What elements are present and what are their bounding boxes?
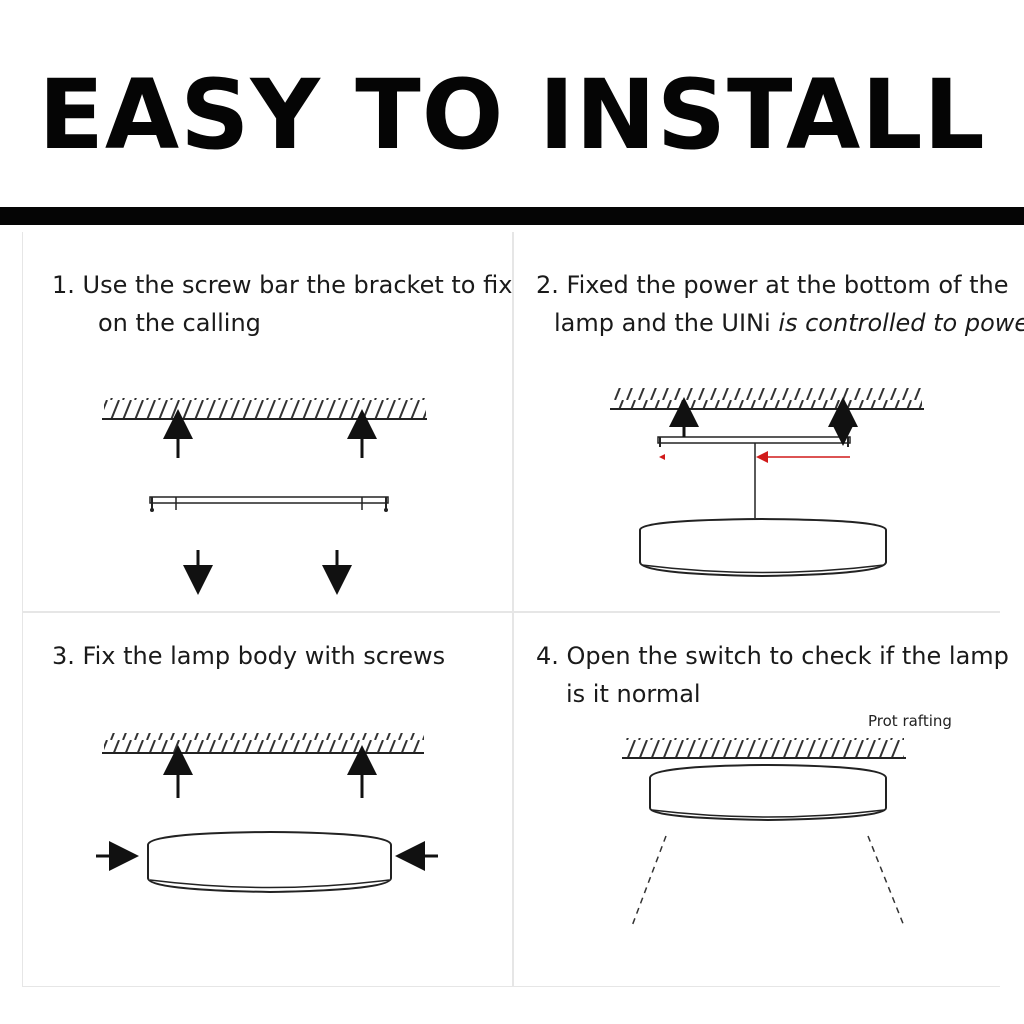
grid-divider-horizontal — [22, 611, 1000, 613]
step-2-line2: lamp and the UINi is controlled to power — [536, 304, 1024, 342]
lamp-body-3 — [147, 830, 392, 894]
grid-divider-vertical — [512, 232, 514, 987]
step-1-diagram — [102, 398, 427, 595]
step-3-diagram — [96, 733, 438, 894]
step-4-line1: 4. Open the switch to check if the lamp — [536, 642, 1009, 670]
step-4-diagram — [622, 738, 906, 927]
light-beam-right-4 — [867, 835, 905, 927]
step-4-line2: is it normal — [566, 680, 701, 708]
step-4-text: 4. Open the switch to check if the lamp … — [536, 637, 1009, 713]
mounting-bar-2 — [657, 436, 851, 447]
step-2-line2-plain: lamp and the UINi — [554, 309, 779, 337]
ceiling-hatch-3 — [102, 733, 424, 754]
grid-border-left — [22, 232, 23, 987]
ceiling-hatch-2 — [610, 388, 924, 410]
step-2-diagram — [610, 388, 924, 578]
step-3-text: 3. Fix the lamp body with screws — [52, 637, 445, 675]
lamp-body-2 — [639, 517, 887, 578]
light-beam-left-4 — [631, 835, 667, 927]
grid-border-bottom — [22, 986, 1000, 987]
page-title: EASY TO INSTALL — [38, 59, 986, 171]
red-marker-left-2 — [659, 454, 665, 460]
step-2-line1: 2. Fixed the power at the bottom of the — [536, 271, 1009, 299]
step-3-line1: 3. Fix the lamp body with screws — [52, 642, 446, 670]
ceiling-hatch-4 — [622, 738, 906, 759]
screw-bar-bracket — [149, 496, 389, 512]
lamp-body-4 — [649, 763, 887, 822]
step-1-line1: 1. Use the screw bar the bracket to fix — [52, 271, 513, 299]
step-1-text: 1. Use the screw bar the bracket to fix … — [52, 266, 512, 342]
step-2-text: 2. Fixed the power at the bottom of the … — [536, 266, 1024, 342]
step-2-line2-italic: is controlled to power — [778, 309, 1024, 337]
step-4-note: Prot rafting — [868, 712, 952, 730]
step-1-line2: on the calling — [98, 309, 261, 337]
header-rule — [0, 207, 1024, 225]
ceiling-hatch-1 — [102, 398, 427, 420]
